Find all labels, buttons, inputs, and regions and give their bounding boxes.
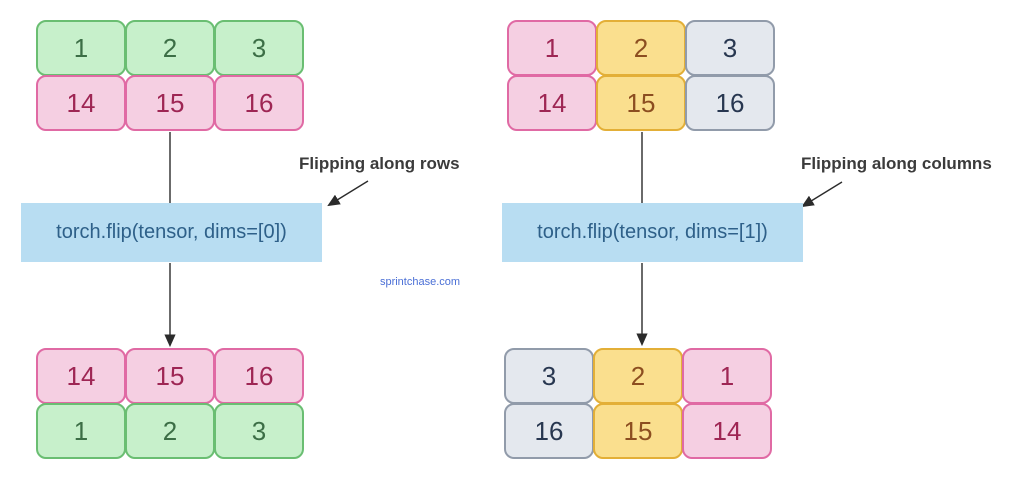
matrix-cell: 15	[125, 75, 215, 131]
right-label-arrow	[801, 181, 843, 208]
right-flip-label: Flipping along columns	[801, 154, 992, 173]
watermark-text: sprintchase.com	[379, 276, 461, 288]
matrix-cell: 2	[125, 20, 215, 76]
matrix-cell: 15	[593, 403, 683, 459]
matrix-cell: 14	[682, 403, 772, 459]
left-flip-label: Flipping along rows	[299, 154, 460, 173]
right-output-matrix: 3 2 1 16 15 14	[504, 348, 772, 459]
matrix-cell: 3	[214, 20, 304, 76]
matrix-cell: 1	[36, 403, 126, 459]
left-input-matrix: 1 2 3 14 15 16	[36, 20, 304, 131]
right-code-box: torch.flip(tensor, dims=[1])	[502, 203, 803, 262]
left-output-matrix: 14 15 16 1 2 3	[36, 348, 304, 459]
left-label-arrow	[327, 180, 369, 207]
matrix-cell: 1	[507, 20, 597, 76]
matrix-cell: 15	[125, 348, 215, 404]
matrix-cell: 15	[596, 75, 686, 131]
matrix-cell: 3	[214, 403, 304, 459]
matrix-cell: 2	[125, 403, 215, 459]
matrix-cell: 16	[504, 403, 594, 459]
matrix-cell: 1	[36, 20, 126, 76]
matrix-cell: 16	[214, 348, 304, 404]
matrix-cell: 16	[685, 75, 775, 131]
matrix-cell: 14	[36, 75, 126, 131]
matrix-cell: 1	[682, 348, 772, 404]
matrix-cell: 16	[214, 75, 304, 131]
matrix-cell: 2	[596, 20, 686, 76]
matrix-cell: 2	[593, 348, 683, 404]
matrix-cell: 3	[504, 348, 594, 404]
left-code-box: torch.flip(tensor, dims=[0])	[21, 203, 322, 262]
matrix-cell: 14	[507, 75, 597, 131]
matrix-cell: 3	[685, 20, 775, 76]
matrix-cell: 14	[36, 348, 126, 404]
right-input-matrix: 1 2 3 14 15 16	[507, 20, 775, 131]
